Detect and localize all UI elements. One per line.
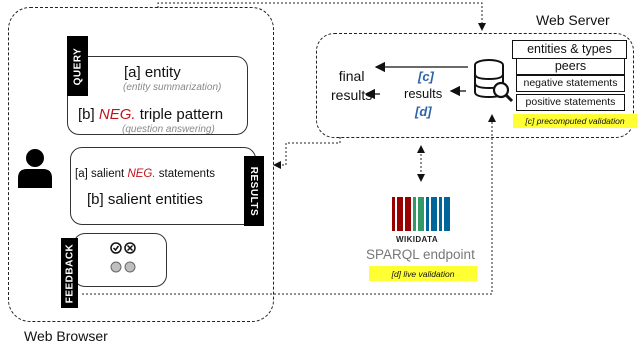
query-entity-label: [a] entity bbox=[124, 64, 181, 81]
web-server-label: Web Server bbox=[536, 12, 610, 28]
feedback-panel bbox=[73, 233, 167, 287]
wikidata-logo bbox=[392, 197, 450, 231]
results-salient-entities: [b] salient entities bbox=[87, 191, 203, 208]
query-panel[interactable] bbox=[67, 56, 248, 135]
confirm-icon bbox=[110, 242, 122, 254]
query-b-prefix: [b] bbox=[78, 106, 95, 123]
query-triple-sub: (question answering) bbox=[122, 124, 215, 135]
final-results-label: final results bbox=[331, 67, 372, 105]
database-icon bbox=[474, 59, 514, 103]
query-triple-pattern: [b] NEG. triple pattern bbox=[78, 106, 223, 123]
web-server-box bbox=[316, 33, 634, 138]
results-a-prefix: [a] salient bbox=[75, 168, 125, 180]
label-d: [d] bbox=[415, 104, 432, 119]
query-entity-sub: (entity summarization) bbox=[123, 82, 222, 93]
store-entities-types: entities & types bbox=[512, 40, 627, 59]
store-negative-statements: negative statements bbox=[516, 75, 625, 92]
user-icon bbox=[18, 149, 52, 188]
results-negative-statements: [a] salient NEG. statements bbox=[75, 168, 215, 180]
wikidata-logo-text: WIKIDATA bbox=[396, 235, 439, 244]
final-label: final bbox=[338, 68, 365, 84]
web-browser-box bbox=[8, 7, 274, 322]
feedback-tab: FEEDBACK bbox=[61, 238, 78, 308]
store-peers: peers bbox=[516, 58, 625, 75]
edge-server-to-results bbox=[273, 137, 341, 169]
precomputed-validation: [c] precomputed validation bbox=[513, 114, 637, 128]
results-word-label: results bbox=[331, 87, 373, 103]
radio-option-2 bbox=[124, 261, 136, 273]
results-a-suffix: statements bbox=[158, 168, 216, 180]
sparql-endpoint-label: SPARQL endpoint bbox=[366, 247, 475, 262]
label-c: [c] bbox=[418, 69, 434, 84]
results-label: results bbox=[404, 86, 443, 101]
query-tab: QUERY bbox=[67, 36, 88, 96]
results-panel bbox=[70, 147, 256, 225]
web-browser-label: Web Browser bbox=[24, 328, 108, 344]
results-a-neg: NEG. bbox=[127, 168, 156, 180]
results-tab: RESULTS bbox=[244, 156, 264, 226]
feedback-controls bbox=[110, 242, 136, 273]
radio-option-1 bbox=[110, 261, 122, 273]
query-b-neg: NEG. bbox=[98, 106, 136, 123]
store-positive-statements: positive statements bbox=[516, 94, 625, 111]
live-validation: [d] live validation bbox=[369, 266, 477, 281]
query-b-suffix: triple pattern bbox=[139, 106, 224, 123]
edge-feedback-to-server bbox=[82, 114, 496, 295]
